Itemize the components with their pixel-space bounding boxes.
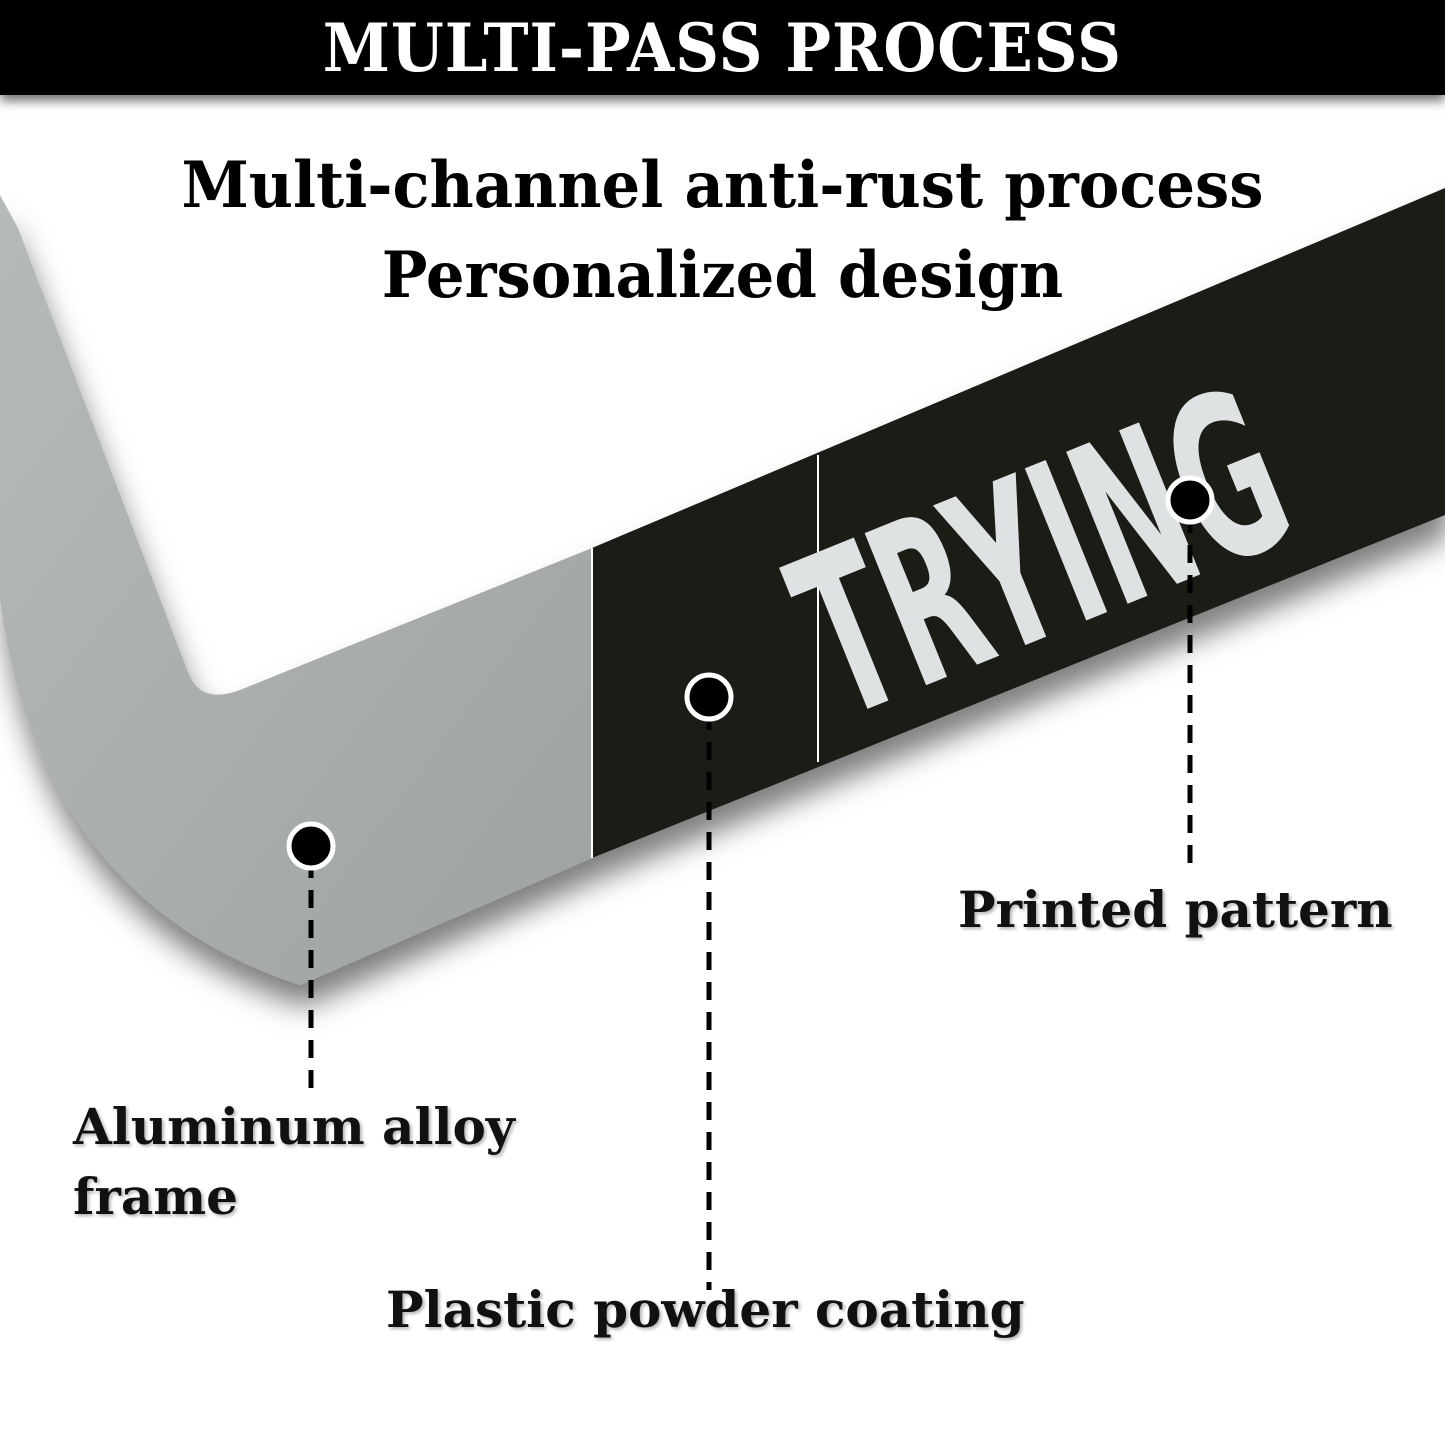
callout-aluminum [286, 821, 336, 1100]
title-banner: MULTI-PASS PROCESS [0, 0, 1445, 95]
aluminum-frame-section [0, 195, 592, 985]
headline-line1: Multi-channel anti-rust process [181, 148, 1264, 223]
label-aluminum-line1: Aluminum alloy [73, 1097, 515, 1156]
marker-dot [1165, 475, 1215, 525]
label-aluminum-line2: frame [73, 1167, 238, 1226]
callout-printed [1165, 475, 1215, 870]
label-aluminum: Aluminum alloy frame [73, 1092, 515, 1232]
label-coating: Plastic powder coating [386, 1280, 1025, 1339]
banner-title: MULTI-PASS PROCESS [322, 8, 1123, 87]
label-printed: Printed pattern [958, 880, 1393, 939]
powder-coating-section [592, 188, 1445, 858]
headline-line2: Personalized design [381, 238, 1064, 313]
marker-dot [286, 821, 336, 871]
marker-dot [684, 672, 734, 722]
callout-coating [684, 672, 734, 1290]
